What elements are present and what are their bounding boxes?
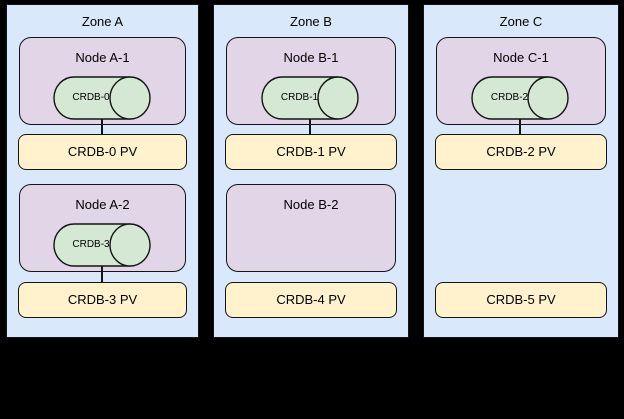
pv-crdb-4: CRDB-4 PV	[225, 282, 397, 318]
zone-b-container: Zone B Node B-1 CRDB-1 CRDB-1 PV Node B-…	[213, 4, 409, 338]
node-b1: Node B-1 CRDB-1	[226, 37, 396, 125]
database-cylinder-icon	[261, 76, 359, 120]
crdb-0-label: CRDB-0	[72, 92, 110, 103]
zone-c-container: Zone C Node C-1 CRDB-2 CRDB-2 PV CRDB-5 …	[423, 4, 619, 338]
node-a2-label: Node A-2	[75, 197, 130, 212]
pv-crdb-0: CRDB-0 PV	[18, 134, 187, 170]
database-cylinder-icon	[52, 76, 151, 120]
database-cylinder-icon	[52, 223, 151, 267]
pv-crdb-1: CRDB-1 PV	[225, 134, 397, 170]
connector-node-a2-pv	[100, 266, 103, 283]
connector-node-b1-pv	[309, 119, 311, 135]
zone-a-label: Zone A	[81, 14, 124, 29]
node-c1-label: Node C-1	[493, 50, 549, 65]
node-a1-label: Node A-1	[75, 50, 130, 65]
node-a1: Node A-1 CRDB-0	[19, 37, 186, 125]
crdb-1-cylinder: CRDB-1	[261, 76, 361, 120]
connector-node-c1-pv	[519, 119, 521, 135]
crdb-1-label: CRDB-1	[280, 92, 319, 103]
crdb-2-cylinder: CRDB-2	[471, 76, 571, 120]
pv-crdb-5: CRDB-5 PV	[435, 282, 607, 318]
node-c1: Node C-1 CRDB-2	[436, 37, 606, 125]
node-b1-label: Node B-1	[283, 50, 339, 65]
node-b2-label: Node B-2	[283, 197, 339, 212]
zone-b-label: Zone B	[290, 14, 332, 29]
node-b2: Node B-2	[226, 184, 396, 272]
crdb-2-label: CRDB-2	[490, 92, 529, 103]
crdb-0-cylinder: CRDB-0	[52, 76, 153, 120]
connector-node-a1-pv	[100, 119, 103, 135]
crdb-3-label: CRDB-3	[72, 239, 110, 250]
zone-a-container: Zone A Node A-1 CRDB-0 CRDB-0 PV Node A-…	[6, 4, 199, 338]
database-cylinder-icon	[471, 76, 569, 120]
pv-crdb-2: CRDB-2 PV	[435, 134, 607, 170]
zone-c-label: Zone C	[499, 14, 543, 29]
pv-crdb-3: CRDB-3 PV	[18, 282, 187, 318]
crdb-3-cylinder: CRDB-3	[52, 223, 153, 267]
node-a2: Node A-2 CRDB-3	[19, 184, 186, 272]
